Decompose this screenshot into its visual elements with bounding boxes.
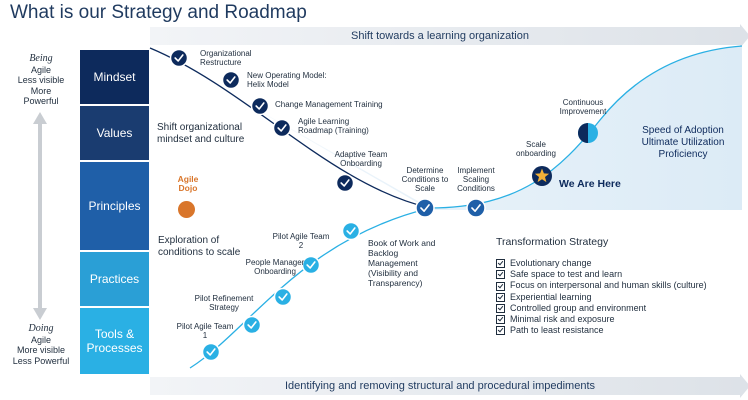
being-line1: Less visible bbox=[17, 75, 65, 85]
milestone-label-organizational-restructure: Organizational Restructure bbox=[200, 49, 252, 67]
checkbox-icon bbox=[496, 326, 505, 336]
doing-label: Doing bbox=[28, 323, 54, 334]
level-tools-processes: Tools & Processes bbox=[80, 308, 149, 374]
milestone-check-icon bbox=[341, 221, 361, 241]
doing-agile-block: Doing Agile More visible Less Powerful bbox=[8, 323, 74, 366]
adoption-shade-area bbox=[150, 46, 742, 210]
growth-curve bbox=[429, 45, 743, 209]
strategy-item-text: Path to least resistance bbox=[510, 325, 604, 336]
bottom-banner-arrow bbox=[740, 374, 748, 398]
top-banner-arrow bbox=[740, 24, 748, 48]
upper-curve bbox=[149, 47, 431, 209]
milestone-check-icon bbox=[301, 255, 321, 275]
agile-dojo-label: Agile Dojo bbox=[177, 174, 199, 193]
checkbox-icon bbox=[496, 303, 505, 313]
milestone-label-new-operating-model: New Operating Model: Helix Model bbox=[247, 71, 327, 89]
milestone-label-pilot-agile-team-1: Pilot Agile Team 1 bbox=[176, 322, 234, 340]
milestone-check-icon bbox=[242, 315, 262, 335]
checkbox-icon bbox=[496, 270, 505, 280]
milestone-label-pilot-agile-team-2: Pilot Agile Team 2 bbox=[272, 232, 330, 250]
milestone-check-icon bbox=[273, 287, 293, 307]
milestone-label-implement-scaling: Implement Scaling Conditions bbox=[457, 166, 495, 193]
being-label: Being bbox=[29, 53, 53, 64]
strategy-item: Focus on interpersonal and human skills … bbox=[496, 280, 707, 291]
strategy-item-text: Evolutionary change bbox=[510, 258, 592, 268]
transformation-strategy-title: Transformation Strategy bbox=[496, 236, 609, 248]
page-title: What is our Strategy and Roadmap bbox=[10, 2, 307, 23]
doing-line2: Less Powerful bbox=[12, 355, 70, 366]
milestone-label-pilot-refinement-strategy: Pilot Refinement Strategy bbox=[194, 294, 254, 312]
checkbox-icon bbox=[496, 281, 505, 291]
speed-line2: Ultimate Utilization bbox=[641, 137, 725, 148]
top-banner-text: Shift towards a learning organization bbox=[351, 30, 529, 42]
milestone-check-icon bbox=[221, 70, 241, 90]
top-banner: Shift towards a learning organization bbox=[150, 24, 748, 48]
strategy-item: Evolutionary change bbox=[496, 258, 707, 269]
strategy-item-text: Focus on interpersonal and human skills … bbox=[510, 280, 707, 291]
milestone-check-icon bbox=[415, 198, 435, 218]
speed-line3: Proficiency bbox=[658, 149, 708, 160]
transformation-strategy-list: Evolutionary change Safe space to test a… bbox=[496, 258, 707, 336]
milestone-label-agile-learning-roadmap: Agile Learning Roadmap (Training) bbox=[298, 117, 369, 135]
milestone-label-adaptive-team-onboarding: Adaptive Team Onboarding bbox=[334, 150, 388, 168]
milestone-label-change-management-training: Change Management Training bbox=[275, 100, 383, 109]
strategy-item: Path to least resistance bbox=[496, 325, 707, 336]
continuous-improvement-icon bbox=[578, 123, 598, 143]
doing-agile-word: Agile bbox=[30, 334, 51, 345]
strategy-item: Minimal risk and exposure bbox=[496, 314, 707, 325]
strategy-item-text: Safe space to test and learn bbox=[510, 269, 623, 280]
being-agile-word: Agile bbox=[30, 64, 51, 75]
speed-of-adoption-block: Speed of Adoption Ultimate Utilization P… bbox=[630, 125, 736, 161]
strategy-item-text: Controlled group and environment bbox=[510, 302, 647, 313]
exploration-phrase: Exploration of conditions to scale bbox=[158, 235, 258, 259]
exploration-text: Exploration of conditions to scale bbox=[158, 235, 241, 258]
shift-mindset-text: Shift organizational mindset and culture bbox=[157, 122, 245, 145]
level-practices: Practices bbox=[80, 252, 149, 306]
we-are-here-star-icon bbox=[532, 166, 552, 186]
milestone-label-continuous-improvement: Continuous Improvement bbox=[559, 98, 607, 116]
agile-dojo-marker bbox=[178, 201, 195, 218]
speed-line1: Speed of Adoption bbox=[642, 125, 724, 136]
doing-line1: More visible bbox=[16, 345, 65, 355]
strategy-item: Controlled group and environment bbox=[496, 303, 707, 314]
milestone-label-determine-conditions: Determine Conditions to Scale bbox=[401, 166, 449, 193]
checkbox-icon bbox=[496, 259, 505, 269]
being-agile-block: Being Agile Less visible More Powerful bbox=[8, 53, 74, 107]
milestone-check-icon bbox=[201, 342, 221, 362]
we-are-here-label: We Are Here bbox=[559, 178, 621, 190]
milestone-check-icon bbox=[169, 48, 189, 68]
being-line3: Powerful bbox=[23, 96, 59, 106]
level-values: Values bbox=[80, 106, 149, 160]
strategy-item-text: Minimal risk and exposure bbox=[510, 314, 615, 325]
level-mindset: Mindset bbox=[80, 50, 149, 104]
milestone-label-book-of-work: Book of Work and Backlog Management (Vis… bbox=[368, 238, 436, 288]
strategy-item: Safe space to test and learn bbox=[496, 269, 707, 280]
visibility-double-arrow bbox=[33, 112, 47, 320]
milestone-check-icon bbox=[466, 198, 486, 218]
milestone-label-people-manager-onboarding: People Manager Onboarding bbox=[245, 258, 305, 276]
strategy-item-text: Experiential learning bbox=[510, 291, 592, 302]
being-line2: More bbox=[30, 85, 52, 96]
strategy-item: Experiential learning bbox=[496, 292, 707, 303]
bottom-banner-text: Identifying and removing structural and … bbox=[285, 380, 595, 392]
milestone-check-icon bbox=[272, 118, 292, 138]
checkbox-icon bbox=[496, 292, 505, 302]
level-principles: Principles bbox=[80, 162, 149, 250]
shift-mindset-phrase: Shift organizational mindset and culture bbox=[157, 122, 267, 146]
milestone-label-scale-onboarding: Scale onboarding bbox=[515, 140, 557, 158]
bottom-banner: Identifying and removing structural and … bbox=[150, 374, 748, 398]
checkbox-icon bbox=[496, 315, 505, 325]
milestone-check-icon bbox=[335, 173, 355, 193]
milestone-check-icon bbox=[250, 96, 270, 116]
